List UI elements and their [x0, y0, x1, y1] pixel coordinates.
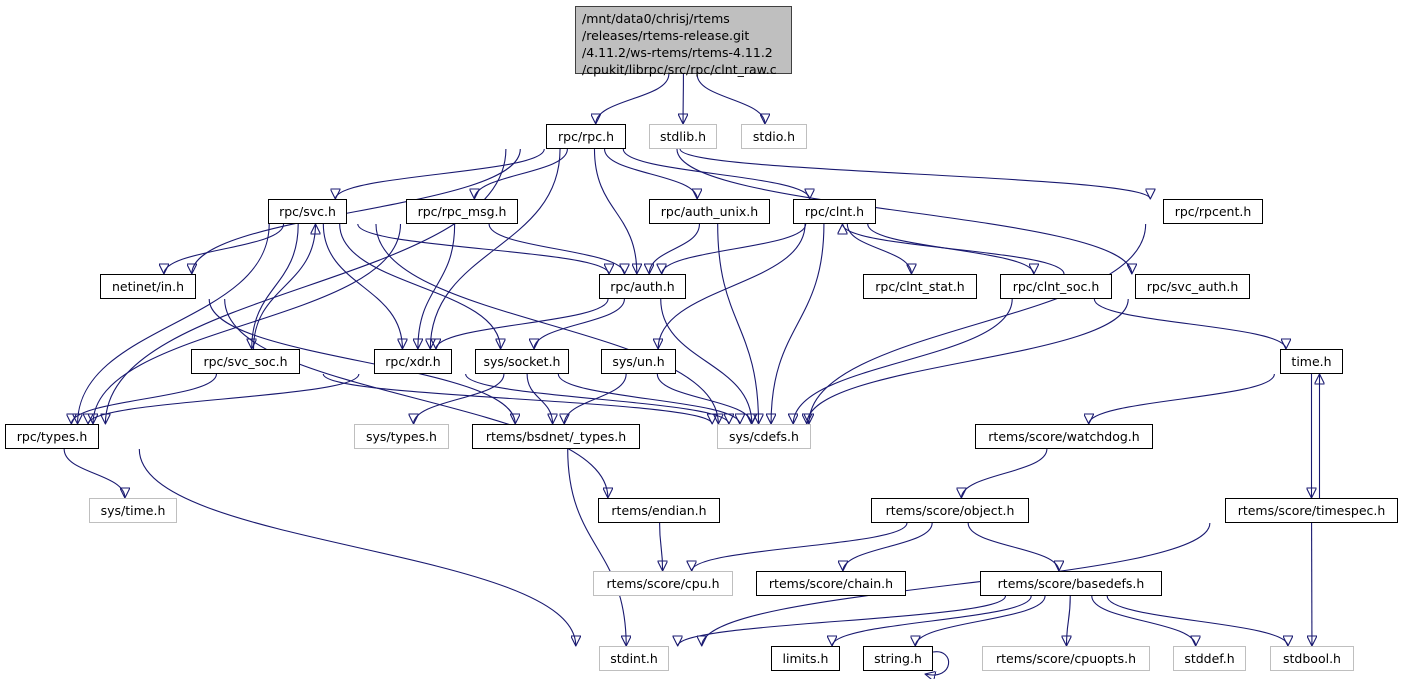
edge-rpc_xdr-to-rpc_types: [88, 374, 359, 424]
edge-rpc_rpc-to-rpc_rpc_msg: [474, 149, 567, 199]
root-path-line-3: /4.11.2/ws-rtems/rtems-4.11.2: [582, 44, 773, 61]
node-sys-socket-h[interactable]: sys/socket.h: [475, 349, 569, 374]
node-rpc-clnt-soc-h[interactable]: rpc/clnt_soc.h: [1000, 274, 1112, 299]
edge-object-to-cpu: [692, 523, 907, 571]
edge-rpc_svc_auth-to-sys_cdefs: [807, 299, 1128, 424]
edge-rpc_rpc-to-rpc_svc: [335, 149, 544, 199]
node-rpc-rpc-h[interactable]: rpc/rpc.h: [546, 124, 626, 149]
edge-netinet_in-to-endian: [225, 299, 608, 498]
edge-rpc_rpcent-to-sys_cdefs: [809, 224, 1146, 424]
edge-rpc_xdr-to-sys_cdefs: [466, 374, 729, 424]
edge-basedefs-to-limits: [832, 596, 1031, 646]
root-path-line-1: /mnt/data0/chrisj/rtems: [582, 10, 730, 27]
node-rpc-auth-unix-h[interactable]: rpc/auth_unix.h: [649, 199, 770, 224]
edge-sys_socket-to-sys_cdefs: [558, 374, 740, 424]
node-sys-types-h[interactable]: sys/types.h: [354, 424, 449, 449]
node-rtems-score-watchdog-h[interactable]: rtems/score/watchdog.h: [975, 424, 1153, 449]
node-netinet-in-h[interactable]: netinet/in.h: [100, 274, 196, 299]
edge-object-to-basedefs: [968, 523, 1059, 571]
edge-sys_un-to-sys_cdefs: [657, 374, 751, 424]
edge-bsdnet_types-to-stdint: [568, 449, 627, 646]
node-rpc-clnt-h[interactable]: rpc/clnt.h: [793, 199, 876, 224]
edge-rpc_clnt-to-sys_cdefs: [771, 224, 824, 424]
edge-basedefs-to-stddef: [1092, 596, 1196, 646]
edge-rpc_auth_unix-to-rpc_auth: [649, 224, 699, 274]
edge-time_h-to-watchdog: [1089, 374, 1275, 424]
node-rpc-rpc-msg-h[interactable]: rpc/rpc_msg.h: [406, 199, 518, 224]
edge-rpc_auth_unix-to-sys_cdefs: [718, 224, 759, 424]
edge-sys_socket-to-bsdnet_types: [527, 374, 553, 424]
edge-rpc_clnt-to-rpc_clnt_stat: [847, 224, 911, 274]
edge-rpc_clnt_soc-to-rpc_clnt: [843, 224, 1065, 274]
edge-root-to-stdio: [697, 74, 765, 124]
edge-rpc_svc_soc-to-sys_cdefs: [323, 374, 712, 424]
edge-rpc_rpc-to-rpc_rpcent: [680, 149, 1150, 199]
root-path-line-4: /cpukit/librpc/src/rpc/clnt_raw.c: [582, 61, 777, 78]
node-rtems-score-object-h[interactable]: rtems/score/object.h: [871, 498, 1029, 523]
node-rtems-score-cpuopts-h[interactable]: rtems/score/cpuopts.h: [982, 646, 1150, 671]
edge-basedefs-to-stdbool: [1107, 596, 1288, 646]
edge-rpc_auth-to-rpc_xdr: [436, 299, 608, 349]
node-stdbool-h[interactable]: stdbool.h: [1270, 646, 1354, 671]
edge-rpc_clnt_soc-to-time_h: [1094, 299, 1286, 349]
node-rtems-score-cpu-h[interactable]: rtems/score/cpu.h: [593, 571, 733, 596]
edge-rpc_types-to-stdint: [139, 449, 576, 646]
edge-rpc_svc-to-rpc_auth: [358, 224, 609, 274]
node-rtems-score-chain-h[interactable]: rtems/score/chain.h: [756, 571, 906, 596]
node-rpc-types-h[interactable]: rpc/types.h: [5, 424, 99, 449]
edge-rpc_rpc-to-rpc_auth_unix: [605, 149, 698, 199]
edge-sys_socket-to-sys_types: [414, 374, 504, 424]
node-rpc-clnt-stat-h[interactable]: rpc/clnt_stat.h: [863, 274, 977, 299]
node-rpc-auth-h[interactable]: rpc/auth.h: [599, 274, 686, 299]
edge-rpc_svc-to-rpc_svc_soc: [252, 224, 299, 349]
edge-rpc_svc-to-netinet_in: [164, 224, 284, 274]
edge-rpc_types-to-sys_time: [64, 449, 125, 498]
root-file-node: /mnt/data0/chrisj/rtems /releases/rtems-…: [575, 6, 792, 74]
node-rtems-score-timespec-h[interactable]: rtems/score/timespec.h: [1225, 498, 1398, 523]
edge-rpc_rpc_msg-to-rpc_types: [93, 224, 401, 424]
node-sys-un-h[interactable]: sys/un.h: [601, 349, 676, 374]
node-rpc-svc-h[interactable]: rpc/svc.h: [268, 199, 347, 224]
edge-rpc_rpc-to-rpc_xdr: [430, 149, 560, 349]
edge-watchdog-to-object: [961, 449, 1047, 498]
node-rpc-xdr-h[interactable]: rpc/xdr.h: [374, 349, 452, 374]
node-stdlib-h[interactable]: stdlib.h: [649, 124, 717, 149]
node-rpc-svc-auth-h[interactable]: rpc/svc_auth.h: [1135, 274, 1250, 299]
node-rpc-svc-soc-h[interactable]: rpc/svc_soc.h: [191, 349, 300, 374]
node-limits-h[interactable]: limits.h: [771, 646, 840, 671]
node-sys-time-h[interactable]: sys/time.h: [89, 498, 177, 523]
node-sys-cdefs-h[interactable]: sys/cdefs.h: [717, 424, 811, 449]
edge-rpc_clnt-to-rpc_auth: [662, 224, 806, 274]
node-time-h[interactable]: time.h: [1280, 349, 1343, 374]
edge-rpc_svc-to-rpc_xdr: [323, 224, 402, 349]
edge-rpc_rpc_msg-to-rpc_auth: [489, 224, 624, 274]
edge-basedefs-to-stdint: [678, 596, 1006, 646]
node-rtems-bsdnet-types-h[interactable]: rtems/bsdnet/_types.h: [472, 424, 640, 449]
node-rtems-endian-h[interactable]: rtems/endian.h: [598, 498, 720, 523]
node-stdint-h[interactable]: stdint.h: [599, 646, 669, 671]
root-path-line-2: /releases/rtems-release.git: [582, 27, 749, 44]
edge-basedefs-to-cpuopts: [1067, 596, 1071, 646]
node-stddef-h[interactable]: stddef.h: [1173, 646, 1246, 671]
edge-object-to-chain: [843, 523, 932, 571]
node-stdio-h[interactable]: stdio.h: [741, 124, 807, 149]
node-rpc-rpcent-h[interactable]: rpc/rpcent.h: [1163, 199, 1263, 224]
edge-rpc_clnt_soc-to-sys_cdefs: [793, 299, 1012, 424]
edge-root-to-rpc_rpc: [596, 74, 669, 124]
edge-endian-to-cpu: [660, 523, 663, 571]
node-rtems-score-basedefs-h[interactable]: rtems/score/basedefs.h: [980, 571, 1162, 596]
edge-sys_un-to-bsdnet_types: [564, 374, 626, 424]
node-string-h[interactable]: string.h: [863, 646, 933, 671]
